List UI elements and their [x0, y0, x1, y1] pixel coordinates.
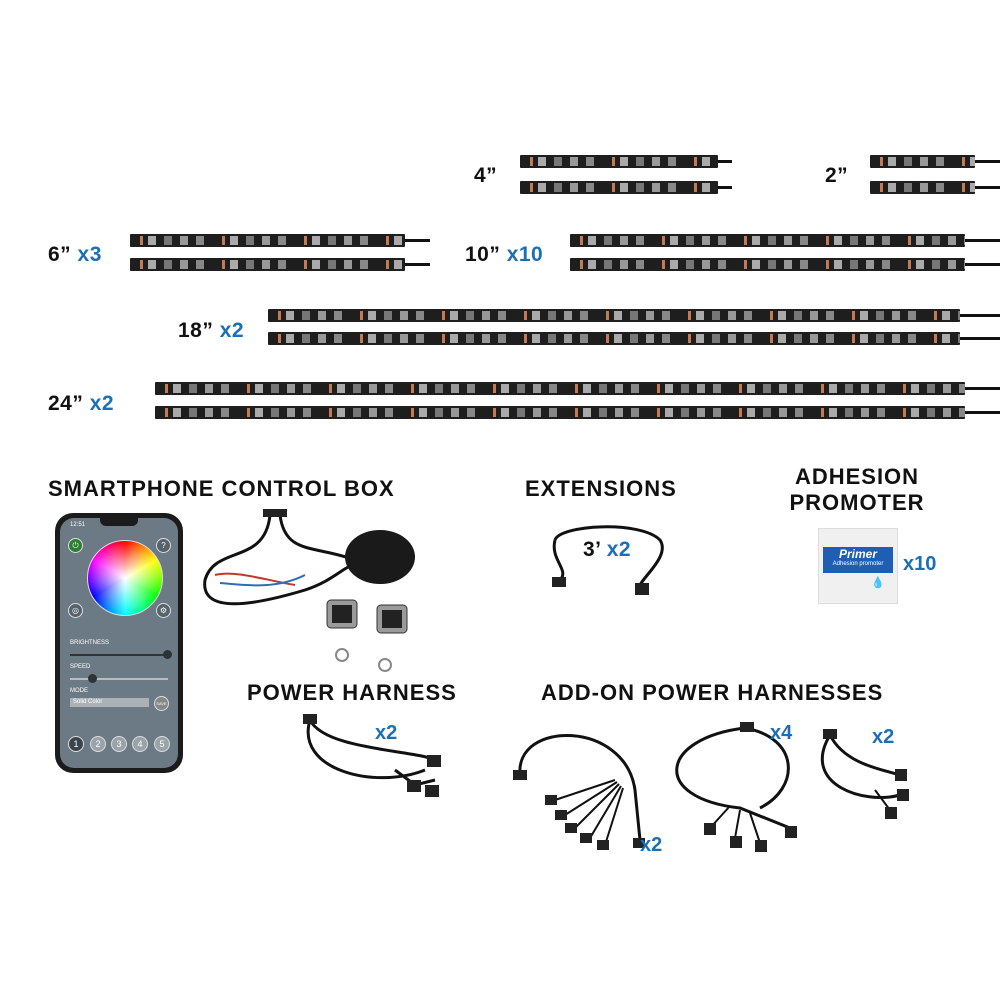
control-box-title: SMARTPHONE CONTROL BOX — [48, 476, 395, 501]
remote-fob — [376, 604, 408, 672]
led-strip-2in — [870, 155, 975, 168]
strip-label-6in: 6” x3 — [48, 243, 102, 266]
strip-cable — [960, 314, 1000, 317]
strip-cable — [965, 387, 1000, 390]
smartphone-app: 12:51 ⏻ ? ◎ ⚙ BRIGHTNESS SPEED MODE Soli… — [55, 513, 183, 773]
led-strip-4in — [520, 155, 718, 168]
addon-harness-6way-image — [513, 734, 645, 850]
strip-cable — [718, 186, 732, 189]
strip-cable — [965, 263, 1000, 266]
color-wheel[interactable] — [87, 540, 163, 616]
led-strip-24in — [155, 382, 965, 395]
target-icon[interactable]: ◎ — [68, 603, 83, 618]
power-harness-image — [303, 714, 441, 797]
power-harness-qty: x2 — [375, 722, 398, 744]
preset-3[interactable]: 3 — [111, 736, 127, 752]
speed-label: SPEED — [70, 664, 91, 670]
mode-select[interactable]: Solid Color — [70, 698, 149, 707]
save-button[interactable]: SAVE — [154, 696, 169, 711]
led-strip-6in — [130, 258, 405, 271]
led-strip-24in — [155, 406, 965, 419]
led-strip-18in — [268, 332, 960, 345]
strip-label-10in: 10” x10 — [465, 243, 544, 266]
preset-4[interactable]: 4 — [132, 736, 148, 752]
strip-cable — [975, 160, 1000, 163]
strip-label-24in: 24” x2 — [48, 392, 115, 415]
strip-label-2in: 2” — [825, 164, 849, 187]
extension-cable-image — [552, 525, 664, 595]
phone-notch — [100, 518, 138, 526]
addon-harness-3way-image — [820, 729, 909, 819]
power-harness-title: POWER HARNESS — [247, 680, 457, 705]
phone-time: 12:51 — [70, 522, 86, 528]
preset-2[interactable]: 2 — [90, 736, 106, 752]
strip-cable — [965, 411, 1000, 414]
led-strip-4in — [520, 181, 718, 194]
led-strip-10in — [570, 258, 965, 271]
droplet-icon: 💧 — [871, 577, 885, 589]
addon-harness-4way-image — [675, 722, 797, 852]
gear-icon[interactable]: ⚙ — [156, 603, 171, 618]
strip-cable — [718, 160, 732, 163]
led-strip-10in — [570, 234, 965, 247]
mode-label: MODE — [70, 688, 88, 694]
extensions-qty: 3’ x2 — [583, 538, 632, 561]
preset-5[interactable]: 5 — [154, 736, 170, 752]
strip-cable — [405, 263, 430, 266]
speed-slider[interactable] — [70, 674, 168, 683]
led-strip-2in — [870, 181, 975, 194]
addon-harness-title: ADD-ON POWER HARNESSES — [541, 680, 884, 705]
preset-1[interactable]: 1 — [68, 736, 84, 752]
remote-fob — [326, 599, 358, 662]
extensions-title: EXTENSIONS — [525, 476, 677, 501]
addon-qty-c: x2 — [872, 726, 895, 748]
strip-cable — [405, 239, 430, 242]
brightness-label: BRIGHTNESS — [70, 640, 110, 646]
strip-cable — [965, 239, 1000, 242]
strip-cable — [975, 186, 1000, 189]
power-icon[interactable]: ⏻ — [68, 538, 83, 553]
strip-cable — [960, 337, 1000, 340]
led-strip-18in — [268, 309, 960, 322]
control-box-image — [203, 509, 415, 672]
addon-qty-a: x2 — [640, 834, 663, 856]
brightness-slider[interactable] — [70, 650, 172, 659]
adhesion-qty: x10 — [903, 553, 937, 575]
help-icon[interactable]: ? — [156, 538, 171, 553]
led-strip-6in — [130, 234, 405, 247]
strip-label-4in: 4” — [474, 164, 498, 187]
strip-label-18in: 18” x2 — [178, 319, 245, 342]
addon-qty-b: x4 — [770, 722, 793, 744]
